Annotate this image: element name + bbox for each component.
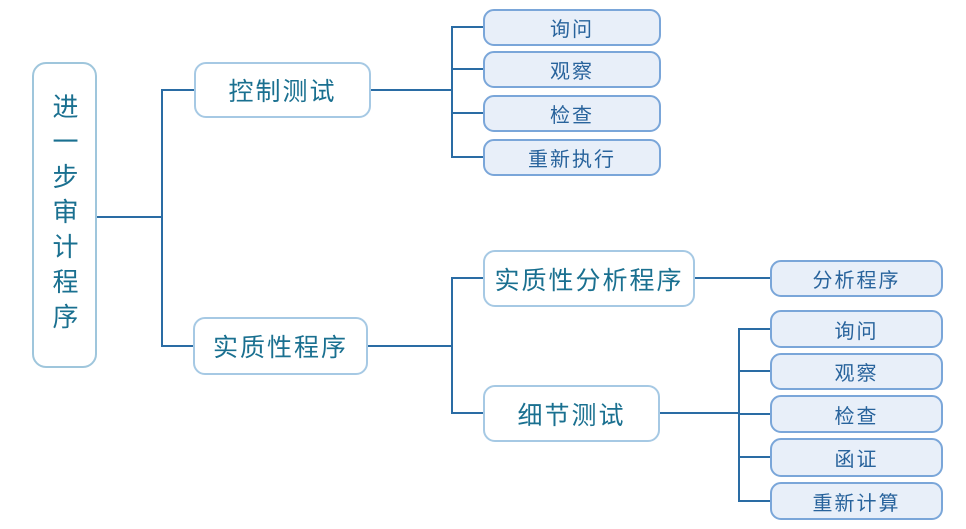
connector-line <box>451 112 483 114</box>
node-label: 实质性分析程序 <box>494 266 684 295</box>
node-root-label: 进一步审计程序 <box>49 92 79 338</box>
connector-line <box>738 456 770 458</box>
connector-line <box>161 345 193 347</box>
connector-line <box>738 328 740 502</box>
connector-line <box>738 370 770 372</box>
node-label: 函证 <box>834 449 879 471</box>
node-label: 检查 <box>550 105 594 127</box>
node-substantive-analytical-procedures[interactable]: 实质性分析程序 <box>483 250 695 307</box>
node-tod-inspection[interactable]: 检查 <box>770 395 943 433</box>
connector-line <box>738 500 770 502</box>
node-toc-reperformance[interactable]: 重新执行 <box>483 139 661 176</box>
connector-line <box>451 26 483 28</box>
node-label: 控制测试 <box>228 78 337 106</box>
node-label: 实质性程序 <box>212 334 348 362</box>
connector-line <box>738 328 770 330</box>
connector-line <box>371 89 451 91</box>
node-label: 分析程序 <box>812 270 901 292</box>
connector-line <box>451 68 483 70</box>
connector-line <box>451 277 453 414</box>
node-tod-recalculation[interactable]: 重新计算 <box>770 482 943 520</box>
node-tests-of-details[interactable]: 细节测试 <box>483 385 660 442</box>
node-tests-of-controls[interactable]: 控制测试 <box>194 62 371 118</box>
connector-line <box>695 277 770 279</box>
node-tod-confirmation[interactable]: 函证 <box>770 438 943 477</box>
node-label: 询问 <box>550 19 594 41</box>
node-label: 询问 <box>834 320 879 343</box>
node-toc-observation[interactable]: 观察 <box>483 51 661 88</box>
node-label: 观察 <box>550 61 594 83</box>
connector-line <box>368 345 451 347</box>
node-label: 重新执行 <box>528 149 616 171</box>
node-label: 检查 <box>834 405 879 428</box>
node-label: 重新计算 <box>812 492 901 515</box>
node-tod-inquiry[interactable]: 询问 <box>770 310 943 348</box>
connector-line <box>451 156 483 158</box>
node-toc-inquiry[interactable]: 询问 <box>483 9 661 46</box>
connector-line <box>161 89 163 347</box>
node-label: 细节测试 <box>517 401 626 430</box>
node-label: 观察 <box>834 363 879 385</box>
node-tod-observation[interactable]: 观察 <box>770 353 943 390</box>
connector-line <box>451 277 483 279</box>
connector-line <box>738 413 770 415</box>
node-root[interactable]: 进一步审计程序 <box>32 62 97 368</box>
connector-line <box>97 216 162 218</box>
node-toc-inspection[interactable]: 检查 <box>483 95 661 132</box>
connector-line <box>161 89 194 91</box>
connector-line <box>660 412 739 414</box>
node-substantive-procedures[interactable]: 实质性程序 <box>193 317 368 375</box>
node-analytical-procedures[interactable]: 分析程序 <box>770 260 943 297</box>
connector-line <box>451 412 483 414</box>
connector-line <box>451 26 453 158</box>
